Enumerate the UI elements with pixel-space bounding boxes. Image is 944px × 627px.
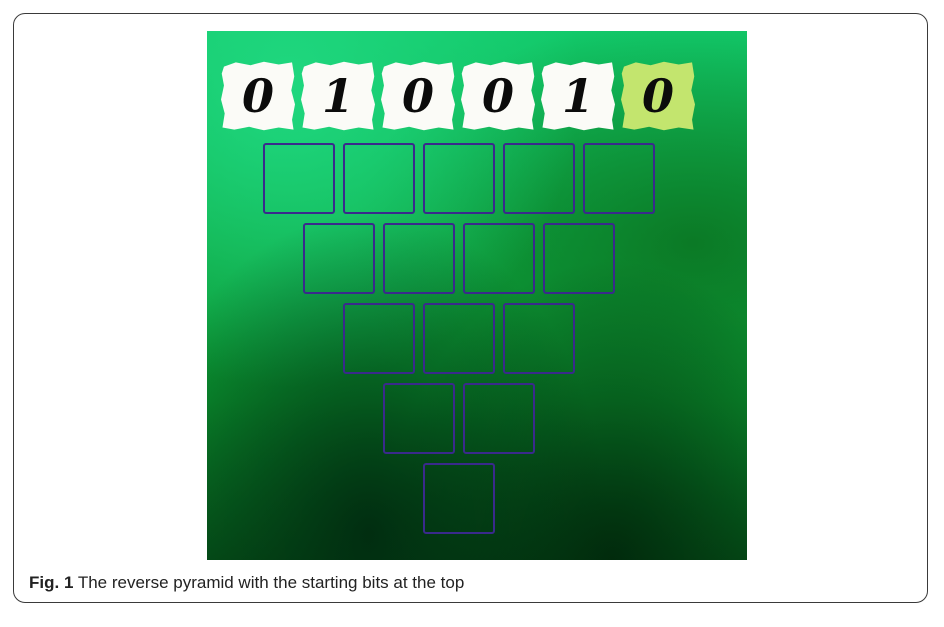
pyramid-cell <box>343 143 415 214</box>
pyramid-cell <box>583 143 655 214</box>
pyramid-cell <box>503 303 575 374</box>
bit-card: 0 <box>381 61 455 131</box>
pyramid-cell <box>423 143 495 214</box>
pyramid-cell <box>423 303 495 374</box>
bit-card-highlighted: 0 <box>621 61 695 131</box>
pyramid-cell <box>263 143 335 214</box>
pyramid-cell <box>423 463 495 534</box>
pyramid-cell <box>303 223 375 294</box>
pyramid-cell <box>503 143 575 214</box>
pyramid-cell <box>343 303 415 374</box>
bit-card: 0 <box>221 61 295 131</box>
pyramid-cell <box>463 383 535 454</box>
caption-text: The reverse pyramid with the starting bi… <box>73 573 465 592</box>
bit-card: 1 <box>301 61 375 131</box>
pyramid-cell <box>463 223 535 294</box>
pyramid-cell <box>543 223 615 294</box>
bit-card: 1 <box>541 61 615 131</box>
figure-caption: Fig. 1 The reverse pyramid with the star… <box>29 573 464 593</box>
bit-card: 0 <box>461 61 535 131</box>
pyramid-cell <box>383 383 455 454</box>
caption-label: Fig. 1 <box>29 573 74 592</box>
pyramid-cell <box>383 223 455 294</box>
